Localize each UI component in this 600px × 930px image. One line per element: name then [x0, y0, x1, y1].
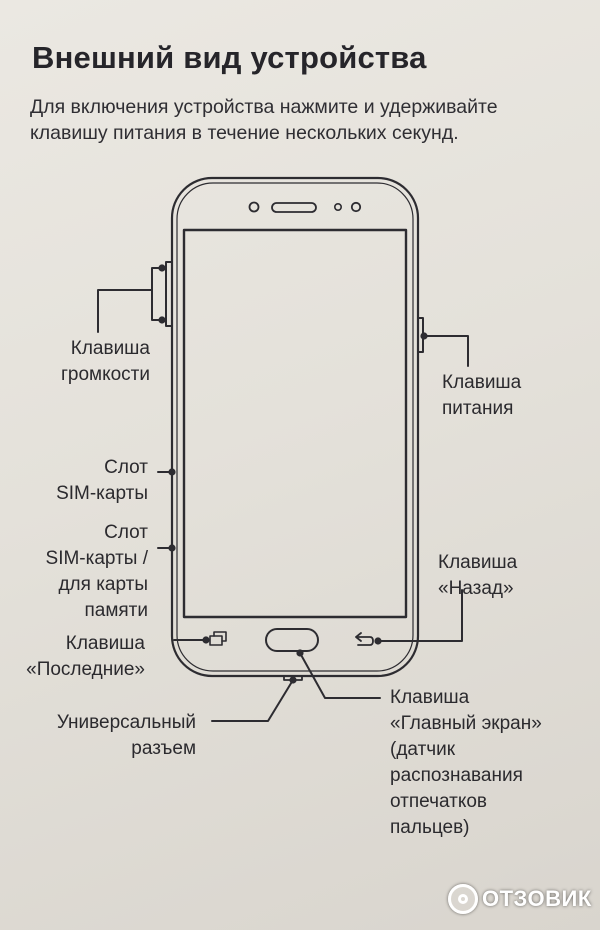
watermark-text: ОТЗОВИК — [482, 886, 592, 911]
volume-key-label: Клавиша громкости — [60, 338, 150, 385]
front-camera-icon — [248, 201, 260, 213]
phone-body-inner — [176, 182, 414, 672]
sensor-icon — [333, 203, 342, 212]
phone-screen — [182, 228, 408, 619]
recent-key-label: Клавиша «Последние» — [26, 633, 145, 680]
home-key-label: Клавиша «Главный экран» (датчик распозна… — [390, 687, 542, 838]
intro-text: Для включения устройства нажмите и удерж… — [30, 94, 570, 146]
sim-slot-label: Слот SIM-карты — [56, 457, 148, 504]
power-key-label: Клавиша питания — [442, 372, 522, 419]
earpiece — [271, 202, 317, 213]
sensor-icon — [350, 201, 362, 213]
watermark-logo-icon — [448, 884, 478, 914]
home-key — [265, 628, 319, 652]
usb-port-label: Универсальный разъем — [56, 712, 196, 759]
volume-leader — [151, 267, 163, 321]
back-icon — [355, 632, 374, 646]
sim-memory-slot-label: Слот SIM-карты / для карты памяти — [45, 522, 148, 621]
page-title: Внешний вид устройства — [32, 40, 427, 75]
volume-key — [165, 261, 173, 327]
power-leader — [423, 335, 469, 367]
recent-apps-icon — [209, 631, 227, 646]
usb-leader — [211, 679, 294, 722]
back-key-label: Клавиша «Назад» — [438, 552, 518, 599]
intro-line: клавишу питания в течение нескольких сек… — [30, 122, 459, 144]
intro-line: Для включения устройства нажмите и удерж… — [30, 96, 498, 118]
home-leader — [299, 652, 381, 699]
phone-body — [170, 176, 420, 678]
watermark: ОТЗОВИК — [448, 884, 592, 914]
back-leader — [377, 589, 463, 642]
